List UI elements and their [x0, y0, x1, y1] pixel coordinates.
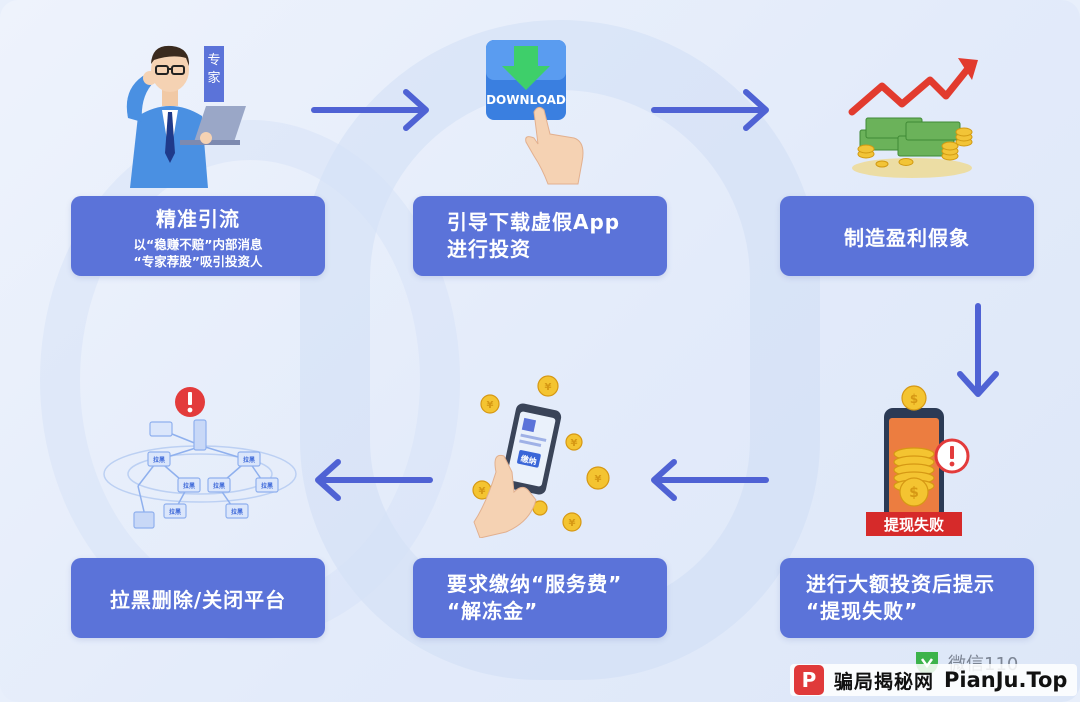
- arrow-left-icon: [651, 459, 769, 501]
- arrow-right-icon: [651, 89, 769, 131]
- step-1-sub-line-1: 以“稳赚不赔”内部消息: [133, 236, 263, 252]
- arrow-left-icon: [315, 459, 433, 501]
- network-node-label: 拉黑: [261, 482, 273, 490]
- step-4-box: 进行大额投资后提示 “提现失败”: [780, 558, 1034, 638]
- withdraw-fail-label: 提现失败: [884, 516, 944, 534]
- withdraw-fail-icon: $ $ 提现失败: [866, 385, 970, 536]
- network-node-label: 拉黑: [183, 482, 195, 490]
- network-blocked-icon: 拉黑 拉黑 拉黑 拉黑 拉黑 拉黑 拉黑: [103, 387, 297, 529]
- coin-symbol: ¥: [569, 518, 576, 529]
- step-2-title-line-1: 引导下载虚假App: [447, 210, 621, 234]
- coin-symbol: ¥: [595, 474, 602, 485]
- brand-logo-icon: P: [794, 665, 824, 695]
- coin-symbol: ¥: [545, 382, 552, 393]
- step-1-box: 精准引流 以“稳赚不赔”内部消息 “专家荐股”吸引投资人: [71, 196, 325, 276]
- step-5-title-line-1: 要求缴纳“服务费”: [447, 572, 623, 596]
- coin-symbol: ¥: [487, 400, 494, 411]
- step-6-title: 拉黑删除/关闭平台: [109, 587, 287, 612]
- step-6-box: 拉黑删除/关闭平台: [71, 558, 325, 638]
- phone-pay-label: 缴纳: [520, 453, 538, 466]
- brand-name-en: PianJu.Top: [944, 668, 1068, 692]
- coin-symbol: ¥: [571, 438, 578, 449]
- phone-payment-icon: ¥ ¥ ¥ ¥ ¥ ¥ 缴纳: [472, 375, 610, 538]
- step-2-box: 引导下载虚假App 进行投资: [413, 196, 667, 276]
- expert-badge-char1: 专: [207, 53, 220, 68]
- step-4-title-line-1: 进行大额投资后提示: [806, 572, 995, 596]
- network-node-label: 拉黑: [231, 508, 243, 516]
- network-node-label: 拉黑: [153, 456, 165, 464]
- step-3-title: 制造盈利假象: [844, 225, 970, 250]
- site-brand: P 骗局揭秘网 PianJu.Top: [790, 664, 1078, 696]
- svg-text:$: $: [910, 392, 918, 406]
- brand-name-cn: 骗局揭秘网: [834, 670, 935, 693]
- network-node-label: 拉黑: [169, 508, 181, 516]
- arrow-down-icon: [957, 303, 999, 397]
- profit-chart-icon: [848, 58, 978, 178]
- step-1-title: 精准引流: [156, 206, 240, 231]
- expert-icon: 专 家: [126, 45, 246, 188]
- step-4-title-line-2: “提现失败”: [806, 599, 919, 623]
- network-node-label: 拉黑: [213, 482, 225, 490]
- network-node-label: 拉黑: [243, 456, 255, 464]
- step-1-sub-line-2: “专家荐股”吸引投资人: [133, 253, 263, 269]
- coin-symbol: ¥: [479, 486, 486, 497]
- download-label: DOWNLOAD: [486, 93, 566, 107]
- download-icon: DOWNLOAD: [486, 40, 584, 185]
- step-5-box: 要求缴纳“服务费” “解冻金”: [413, 558, 667, 638]
- step-5-title-line-2: “解冻金”: [447, 599, 539, 623]
- step-3-box: 制造盈利假象: [780, 196, 1034, 276]
- arrow-right-icon: [311, 89, 429, 131]
- step-2-title-line-2: 进行投资: [447, 237, 531, 261]
- expert-badge-char2: 家: [207, 70, 220, 86]
- svg-text:$: $: [909, 485, 919, 501]
